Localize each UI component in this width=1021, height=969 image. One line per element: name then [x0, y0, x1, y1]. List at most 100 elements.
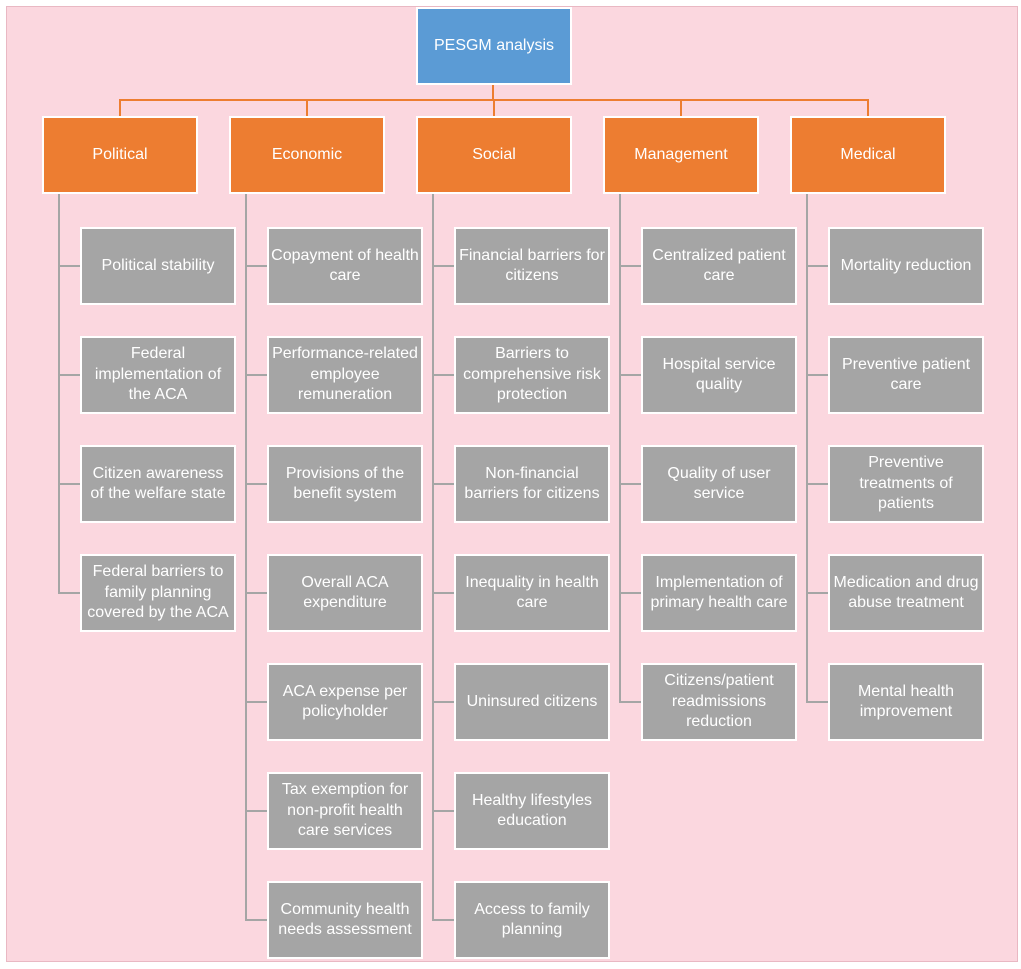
branch-connector: [619, 701, 641, 703]
branch-connector: [619, 592, 641, 594]
branch-connector: [432, 374, 454, 376]
branch-connector: [619, 265, 641, 267]
item-label: Access to family planning: [474, 900, 590, 938]
item-label: Overall ACA expenditure: [301, 573, 389, 611]
category-medical: Medical: [790, 116, 946, 194]
category-political: Political: [42, 116, 198, 194]
item-label: Mental health improvement: [857, 682, 955, 720]
category-connector-economic: [306, 99, 308, 116]
item-label: Political stability: [101, 256, 215, 274]
item-label: Hospital service quality: [662, 355, 776, 393]
trunk-medical: [806, 194, 808, 703]
item-label: Centralized patient care: [652, 246, 786, 284]
item-label: ACA expense per policyholder: [282, 682, 408, 720]
branch-connector: [806, 374, 828, 376]
item-overall-aca-expenditure: Overall ACA expenditure: [267, 554, 423, 632]
item-mortality-reduction: Mortality reduction: [828, 227, 984, 305]
item-label: Inequality in health care: [465, 573, 599, 611]
item-inequality-in-health-care: Inequality in health care: [454, 554, 610, 632]
root-connector: [492, 85, 494, 100]
branch-connector: [432, 592, 454, 594]
branch-connector: [806, 265, 828, 267]
branch-connector: [432, 919, 454, 921]
item-label: Federal barriers to family planning cove…: [87, 563, 229, 622]
item-label: Medication and drug abuse treatment: [833, 573, 979, 611]
category-social: Social: [416, 116, 572, 194]
root-label: PESGM analysis: [433, 36, 555, 54]
category-label: Social: [472, 145, 516, 163]
item-medication-and-drug-abuse-treatment: Medication and drug abuse treatment: [828, 554, 984, 632]
branch-connector: [58, 592, 80, 594]
item-mental-health-improvement: Mental health improvement: [828, 663, 984, 741]
item-label: Implementation of primary health care: [650, 573, 788, 611]
category-label: Political: [92, 145, 148, 163]
category-label: Medical: [840, 145, 896, 163]
item-community-health-needs-assessment: Community health needs assessment: [267, 881, 423, 959]
item-label: Preventive patient care: [841, 355, 971, 393]
branch-connector: [58, 265, 80, 267]
item-label: Uninsured citizens: [466, 692, 598, 710]
item-provisions-of-the-benefit-system: Provisions of the benefit system: [267, 445, 423, 523]
item-quality-of-user-service: Quality of user service: [641, 445, 797, 523]
category-connector-social: [493, 99, 495, 116]
item-label: Non-financial barriers for citizens: [464, 464, 600, 502]
item-label: Federal implementation of the ACA: [94, 345, 222, 404]
branch-connector: [432, 483, 454, 485]
item-label: Financial barriers for citizens: [459, 246, 605, 284]
category-economic: Economic: [229, 116, 385, 194]
category-label: Economic: [271, 145, 343, 163]
item-label: Healthy lifestyles education: [471, 791, 593, 829]
item-uninsured-citizens: Uninsured citizens: [454, 663, 610, 741]
item-label: Mortality reduction: [840, 256, 972, 274]
branch-connector: [619, 374, 641, 376]
item-access-to-family-planning: Access to family planning: [454, 881, 610, 959]
trunk-social: [432, 194, 434, 921]
item-label: Performance-related employee remuneratio…: [272, 345, 418, 404]
branch-connector: [806, 701, 828, 703]
trunk-economic: [245, 194, 247, 921]
category-connector-political: [119, 99, 121, 116]
category-label: Management: [634, 145, 728, 163]
item-federal-barriers-to-family-planning-covered-by-the-aca: Federal barriers to family planning cove…: [80, 554, 236, 632]
branch-connector: [432, 701, 454, 703]
item-centralized-patient-care: Centralized patient care: [641, 227, 797, 305]
item-hospital-service-quality: Hospital service quality: [641, 336, 797, 414]
item-aca-expense-per-policyholder: ACA expense per policyholder: [267, 663, 423, 741]
item-label: Community health needs assessment: [278, 900, 412, 938]
item-financial-barriers-for-citizens: Financial barriers for citizens: [454, 227, 610, 305]
category-management: Management: [603, 116, 759, 194]
branch-connector: [58, 483, 80, 485]
item-label: Barriers to comprehensive risk protectio…: [463, 345, 601, 404]
item-label: Tax exemption for non-profit health care…: [281, 781, 409, 840]
branch-connector: [245, 265, 267, 267]
item-federal-implementation-of-the-aca: Federal implementation of the ACA: [80, 336, 236, 414]
item-label: Preventive treatments of patients: [859, 454, 953, 513]
item-label: Quality of user service: [667, 464, 771, 502]
item-preventive-treatments-of-patients: Preventive treatments of patients: [828, 445, 984, 523]
branch-connector: [619, 483, 641, 485]
item-implementation-of-primary-health-care: Implementation of primary health care: [641, 554, 797, 632]
item-citizen-awareness-of-the-welfare-state: Citizen awareness of the welfare state: [80, 445, 236, 523]
branch-connector: [245, 483, 267, 485]
item-political-stability: Political stability: [80, 227, 236, 305]
branch-connector: [432, 265, 454, 267]
root-node: PESGM analysis: [416, 7, 572, 85]
branch-connector: [245, 701, 267, 703]
branch-connector: [432, 810, 454, 812]
item-barriers-to-comprehensive-risk-protection: Barriers to comprehensive risk protectio…: [454, 336, 610, 414]
item-tax-exemption-for-non-profit-health-care-services: Tax exemption for non-profit health care…: [267, 772, 423, 850]
branch-connector: [245, 919, 267, 921]
item-healthy-lifestyles-education: Healthy lifestyles education: [454, 772, 610, 850]
branch-connector: [58, 374, 80, 376]
item-preventive-patient-care: Preventive patient care: [828, 336, 984, 414]
branch-connector: [245, 374, 267, 376]
item-non-financial-barriers-for-citizens: Non-financial barriers for citizens: [454, 445, 610, 523]
item-citizens-patient-readmissions-reduction: Citizens/patient readmissions reduction: [641, 663, 797, 741]
item-performance-related-employee-remuneration: Performance-related employee remuneratio…: [267, 336, 423, 414]
trunk-management: [619, 194, 621, 703]
item-label: Citizen awareness of the welfare state: [90, 464, 226, 502]
category-connector-medical: [867, 99, 869, 116]
branch-connector: [806, 592, 828, 594]
item-label: Citizens/patient readmissions reduction: [664, 672, 774, 731]
